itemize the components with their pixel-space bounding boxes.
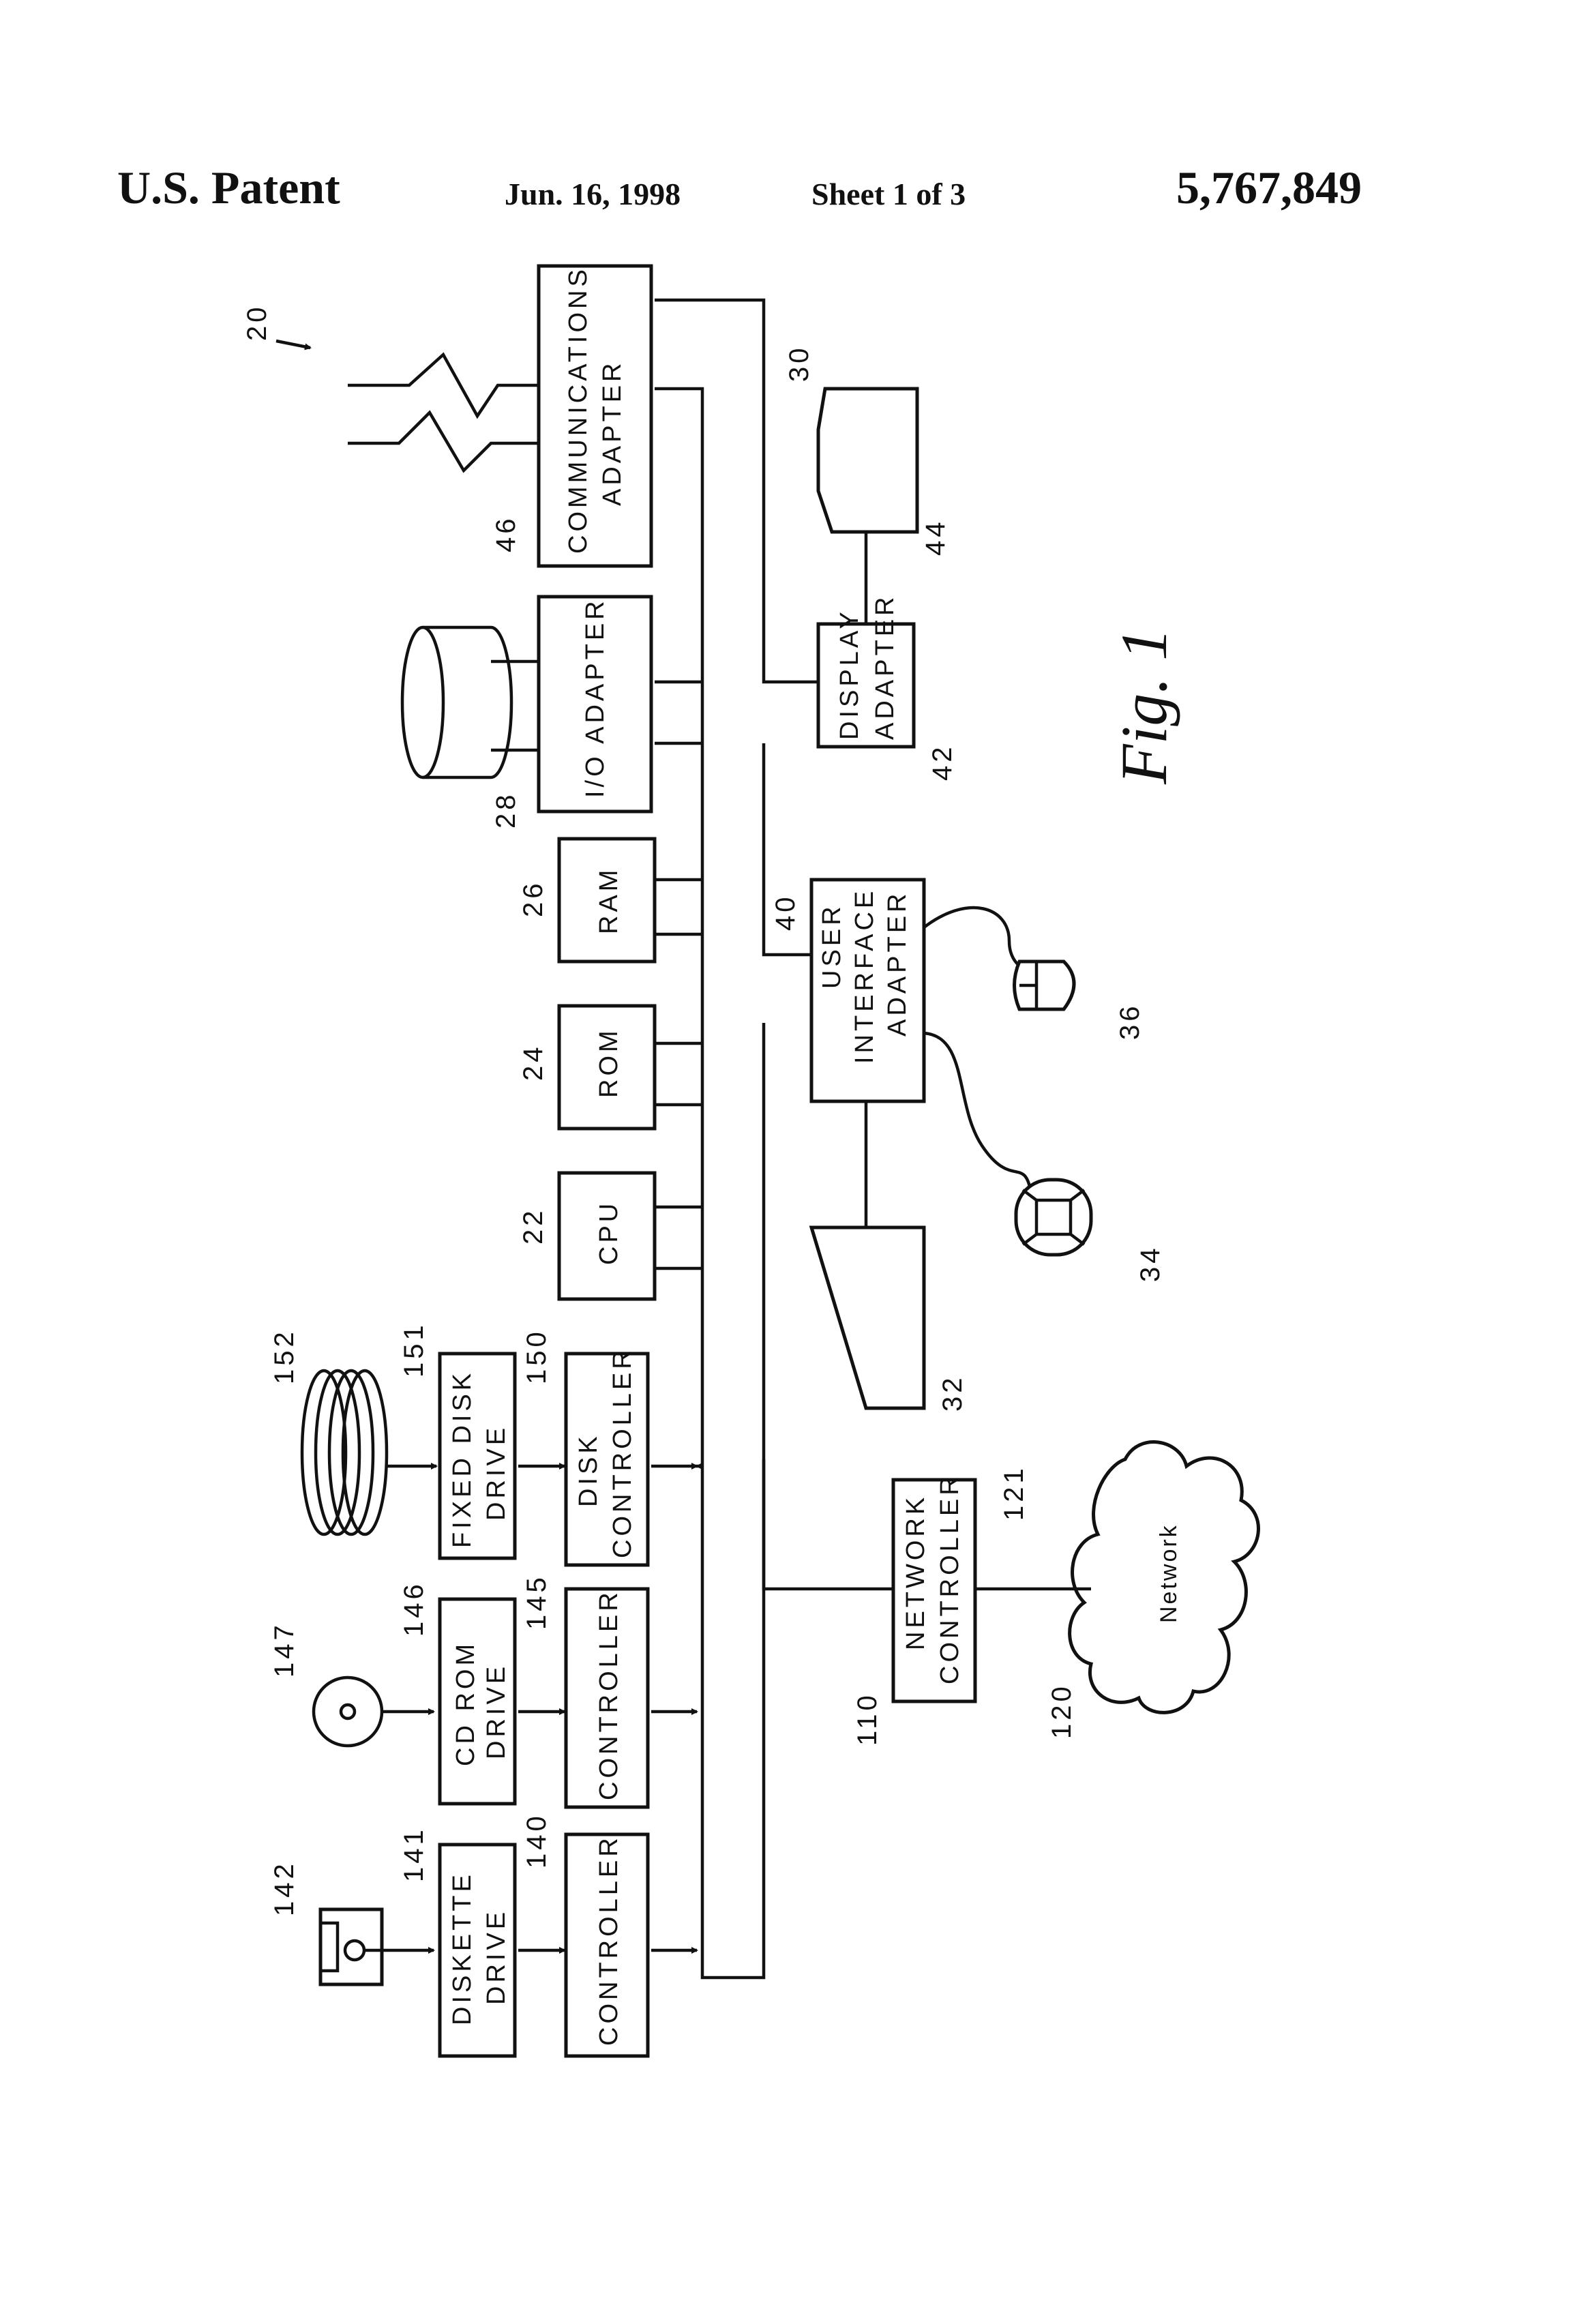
ram-box: RAM: [559, 839, 655, 962]
svg-text:42: 42: [927, 744, 957, 781]
svg-text:110: 110: [852, 1692, 882, 1746]
svg-text:146: 146: [399, 1581, 429, 1637]
svg-text:CONTROLLER: CONTROLLER: [936, 1473, 964, 1684]
figure-label: Fig. 1: [1107, 628, 1180, 785]
svg-text:40: 40: [771, 894, 801, 932]
svg-text:FIXED DISK: FIXED DISK: [448, 1370, 477, 1548]
svg-text:152: 152: [269, 1328, 299, 1384]
svg-text:22: 22: [518, 1208, 548, 1245]
controller-140-box: CONTROLLER: [566, 1834, 648, 2056]
svg-text:DRIVE: DRIVE: [482, 1425, 511, 1521]
svg-text:CONTROLLER: CONTROLLER: [608, 1347, 637, 1558]
svg-text:142: 142: [269, 1860, 299, 1916]
svg-text:24: 24: [518, 1044, 548, 1082]
disk-storage-icon: [402, 627, 539, 777]
joystick-icon: [924, 1033, 1091, 1255]
svg-text:20: 20: [242, 304, 272, 342]
svg-text:36: 36: [1115, 1003, 1145, 1041]
communications-adapter-box: COMMUNICATIONS ADAPTER: [539, 266, 651, 566]
svg-text:DISPLAY: DISPLAY: [835, 608, 864, 740]
mouse-icon: [924, 908, 1074, 1009]
svg-text:28: 28: [491, 792, 521, 829]
rom-box: ROM: [559, 1006, 655, 1129]
svg-text:147: 147: [269, 1622, 299, 1678]
svg-text:DRIVE: DRIVE: [482, 1909, 511, 2005]
cpu-box: CPU: [559, 1173, 655, 1299]
svg-text:DISK: DISK: [574, 1433, 603, 1507]
svg-text:CONTROLLER: CONTROLLER: [595, 1589, 623, 1800]
svg-text:140: 140: [522, 1813, 552, 1868]
svg-text:RAM: RAM: [595, 867, 623, 934]
svg-text:121: 121: [999, 1465, 1029, 1521]
svg-text:32: 32: [938, 1375, 968, 1412]
svg-text:NETWORK: NETWORK: [901, 1494, 930, 1650]
display-monitor-icon: [818, 389, 917, 624]
fixed-disk-drive-box: FIXED DISK DRIVE: [440, 1354, 515, 1558]
io-adapter-box: I/O ADAPTER: [539, 597, 651, 811]
svg-text:34: 34: [1135, 1245, 1165, 1283]
svg-text:46: 46: [491, 516, 521, 553]
svg-text:ADAPTER: ADAPTER: [883, 891, 912, 1037]
svg-text:COMMUNICATIONS: COMMUNICATIONS: [564, 266, 593, 554]
controller-145-box: CONTROLLER: [566, 1589, 648, 1807]
disk-controller-box: DISK CONTROLLER: [566, 1347, 648, 1565]
svg-text:ADAPTER: ADAPTER: [598, 360, 627, 506]
speaker-display-icon: [811, 1101, 924, 1408]
svg-text:CONTROLLER: CONTROLLER: [595, 1834, 623, 2046]
svg-text:145: 145: [522, 1574, 552, 1630]
controller-bus-arrows: [382, 1466, 697, 1950]
svg-text:USER: USER: [818, 903, 846, 989]
cd-rom-drive-box: CD ROM DRIVE: [440, 1599, 515, 1804]
svg-text:CD ROM: CD ROM: [451, 1641, 480, 1766]
svg-text:INTERFACE: INTERFACE: [850, 888, 879, 1064]
svg-text:26: 26: [518, 880, 548, 918]
svg-text:DISKETTE: DISKETTE: [448, 1871, 477, 2025]
svg-text:DRIVE: DRIVE: [482, 1663, 511, 1759]
svg-text:ROM: ROM: [595, 1027, 623, 1098]
user-interface-adapter-box: USER INTERFACE ADAPTER: [811, 880, 924, 1101]
svg-text:44: 44: [921, 519, 951, 556]
diskette-icon: [320, 1909, 385, 1984]
communication-lines: [348, 355, 539, 471]
svg-text:I/O ADAPTER: I/O ADAPTER: [581, 597, 610, 798]
svg-text:CPU: CPU: [595, 1200, 623, 1265]
cd-disc-icon: [314, 1678, 382, 1746]
disk-platters-icon: [302, 1371, 436, 1534]
svg-text:150: 150: [522, 1328, 552, 1384]
svg-text:120: 120: [1047, 1683, 1077, 1739]
network-controller-box: NETWORK CONTROLLER: [893, 1473, 975, 1701]
svg-text:30: 30: [784, 345, 814, 383]
svg-text:141: 141: [399, 1826, 429, 1882]
svg-text:ADAPTER: ADAPTER: [871, 594, 899, 740]
diskette-drive-box: DISKETTE DRIVE: [440, 1845, 515, 2056]
svg-text:151: 151: [399, 1322, 429, 1377]
svg-text:Network: Network: [1156, 1523, 1182, 1623]
